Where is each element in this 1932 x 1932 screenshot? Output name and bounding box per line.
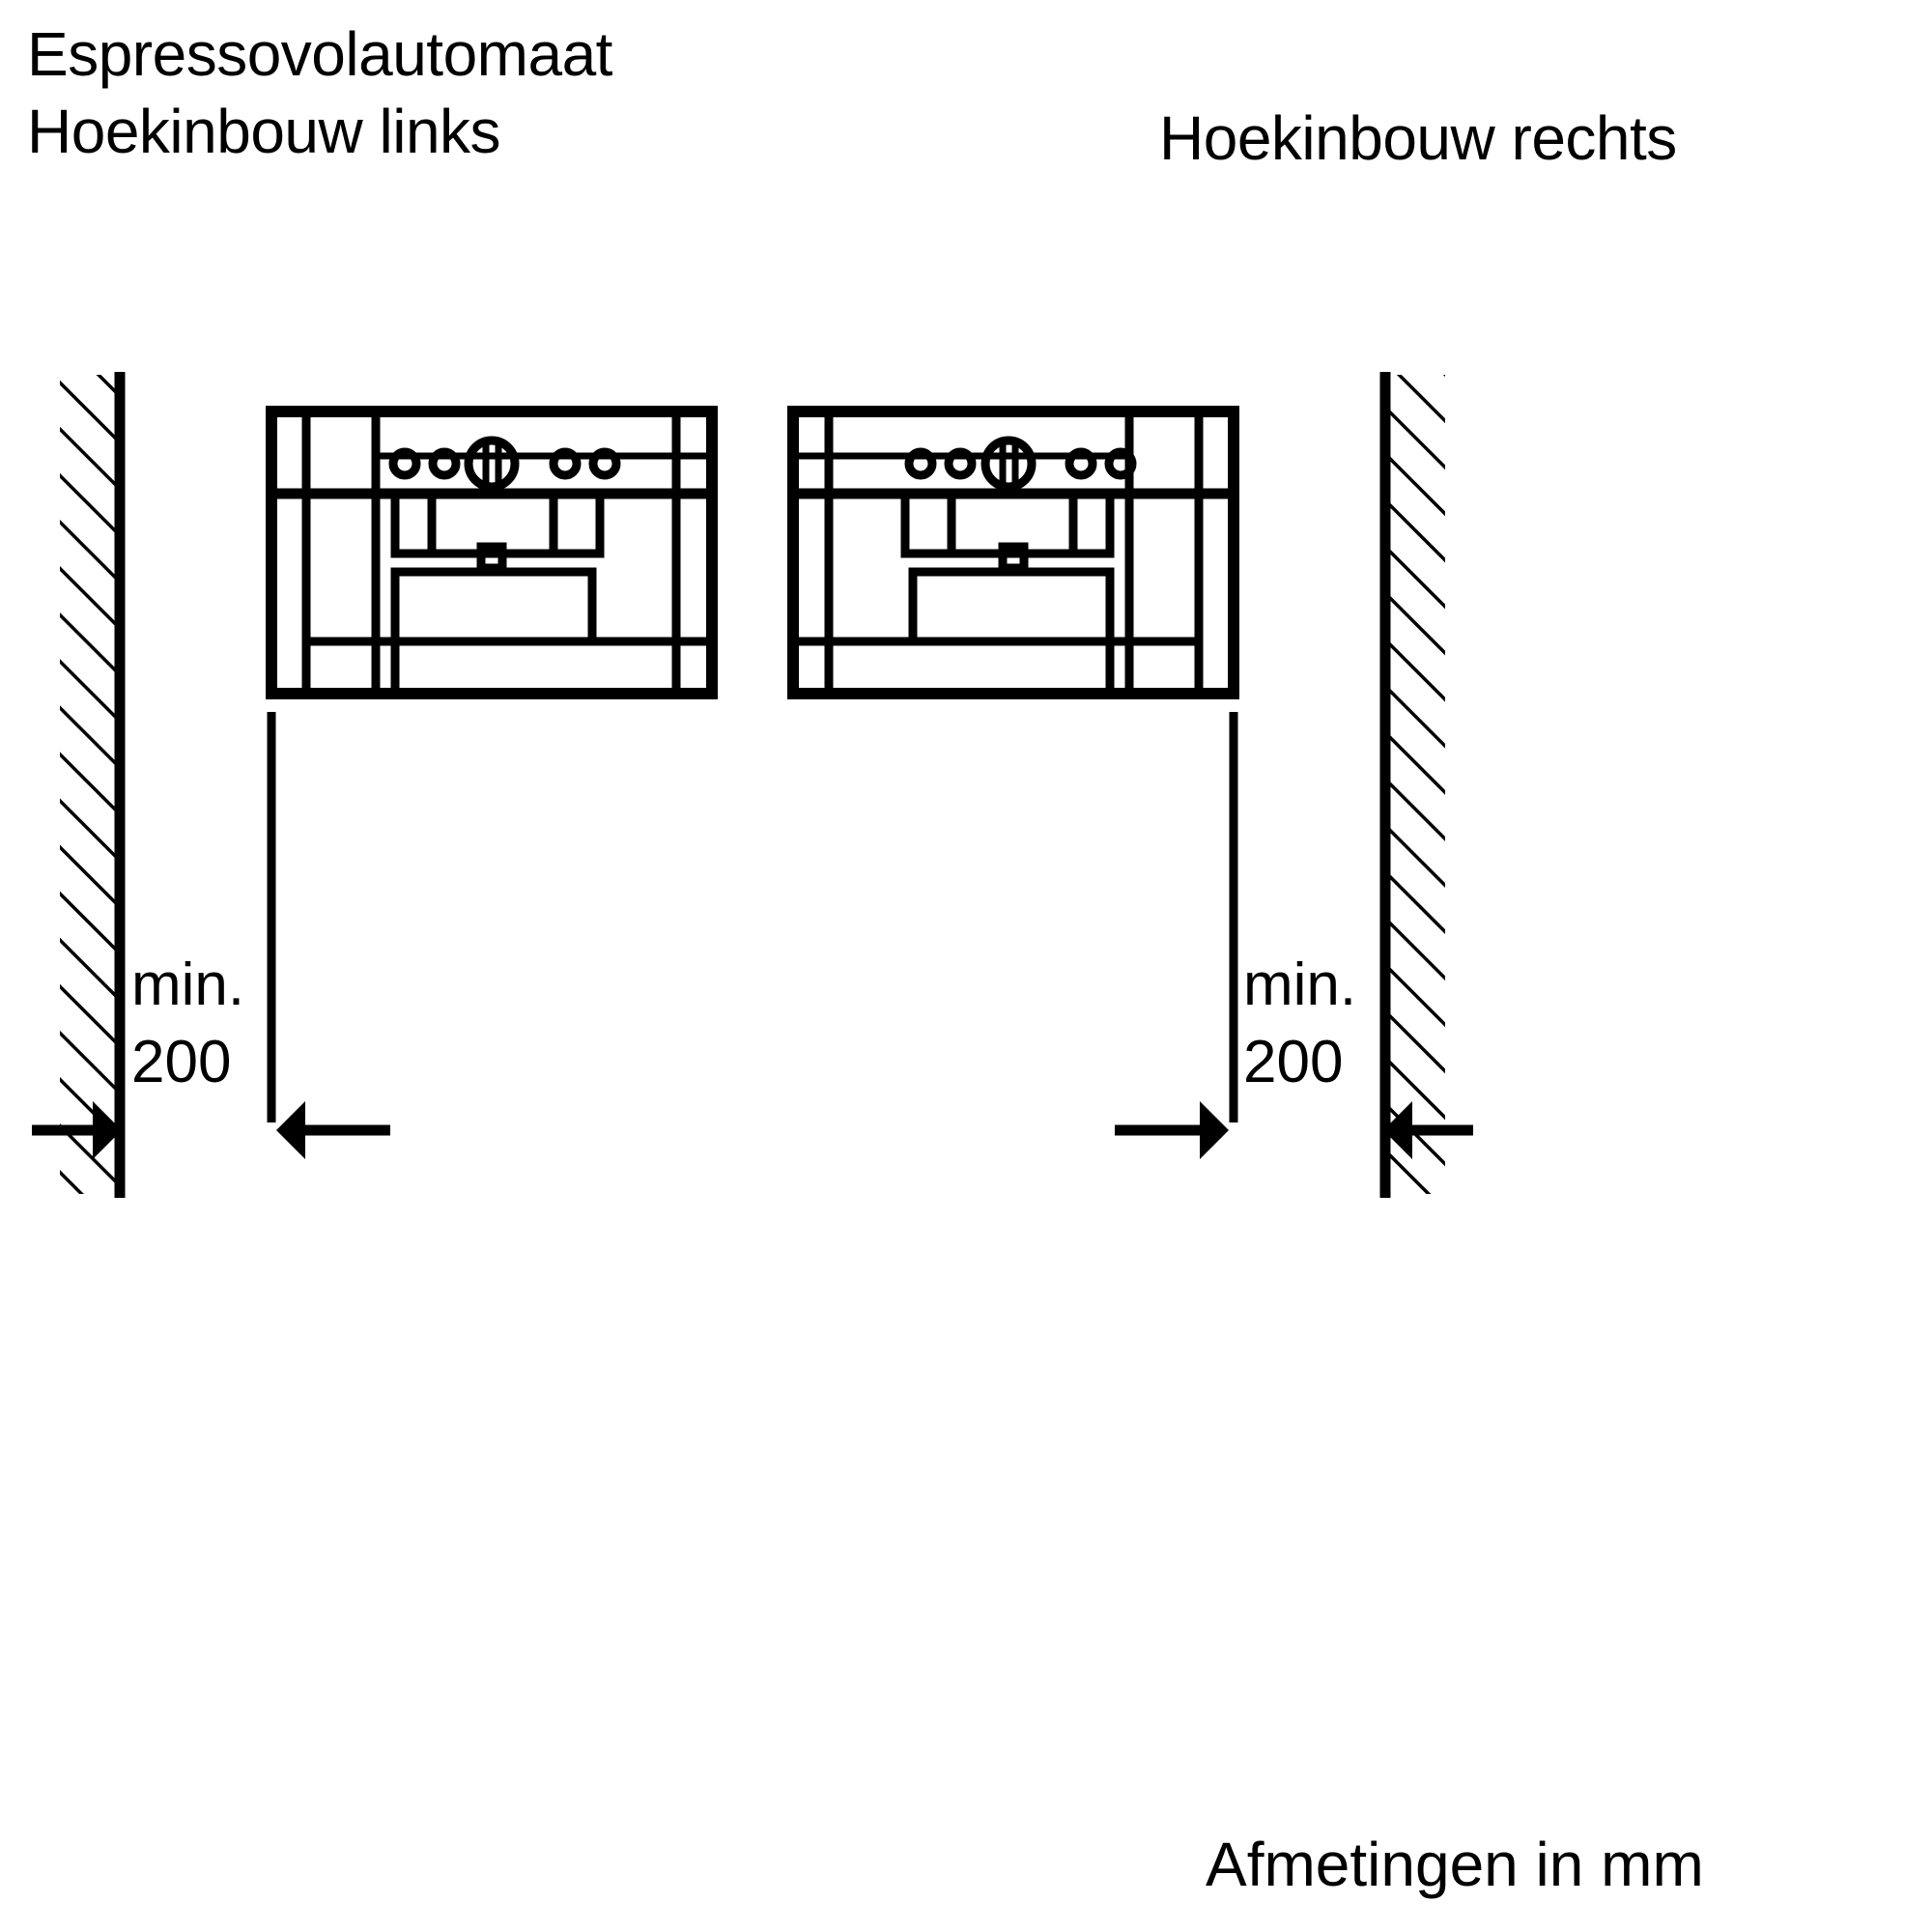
rotary-knob-icon[interactable] <box>980 436 1037 492</box>
right-variant-title: Hoekinbouw rechts <box>1159 103 1677 173</box>
units-note: Afmetingen in mm <box>1206 1830 1704 1899</box>
arrowhead-right-icon <box>1200 1101 1229 1159</box>
indicator-dot-icon <box>549 447 582 480</box>
appliance-left-control-panel <box>388 436 621 492</box>
appliance-right-drip-tray <box>908 567 1115 646</box>
dimension-right-label-line2: 200 <box>1243 1029 1343 1095</box>
indicator-dot-icon <box>388 447 421 480</box>
appliance-right-dispenser-block <box>900 489 1115 558</box>
arrowhead-left-icon <box>276 1101 305 1159</box>
rotary-knob-icon[interactable] <box>464 436 520 492</box>
dimension-left-label-line1: min. <box>131 952 244 1018</box>
dimension-right: min. 200 <box>1115 712 1473 1159</box>
arrowhead-left-icon <box>1383 1101 1412 1159</box>
right-wall <box>1379 372 1445 1198</box>
dimension-right-label-line1: min. <box>1243 952 1356 1018</box>
dimension-left: min. 200 <box>32 712 390 1159</box>
indicator-dot-icon <box>944 447 977 480</box>
left-wall-hatch <box>60 375 120 1194</box>
appliance-left-drip-tray <box>390 567 597 646</box>
left-wall <box>60 372 126 1198</box>
appliance-left-outer-body <box>266 406 718 699</box>
page-title-line2: Hoekinbouw links <box>27 97 500 166</box>
indicator-dot-icon <box>1065 447 1097 480</box>
appliance-right-control-panel <box>904 436 1137 492</box>
indicator-dot-icon <box>1104 447 1137 480</box>
indicator-dot-icon <box>428 447 461 480</box>
appliance-left-dispenser-block <box>390 489 605 558</box>
indicator-dot-icon <box>904 447 937 480</box>
page-title-line1: Espressovolautomaat <box>27 19 613 89</box>
right-wall-hatch <box>1385 375 1445 1194</box>
appliance-left <box>266 406 718 699</box>
dimension-left-label-line2: 200 <box>131 1029 231 1095</box>
arrowhead-right-icon <box>93 1101 122 1159</box>
indicator-dot-icon <box>588 447 621 480</box>
appliance-right-outer-body <box>787 406 1239 699</box>
